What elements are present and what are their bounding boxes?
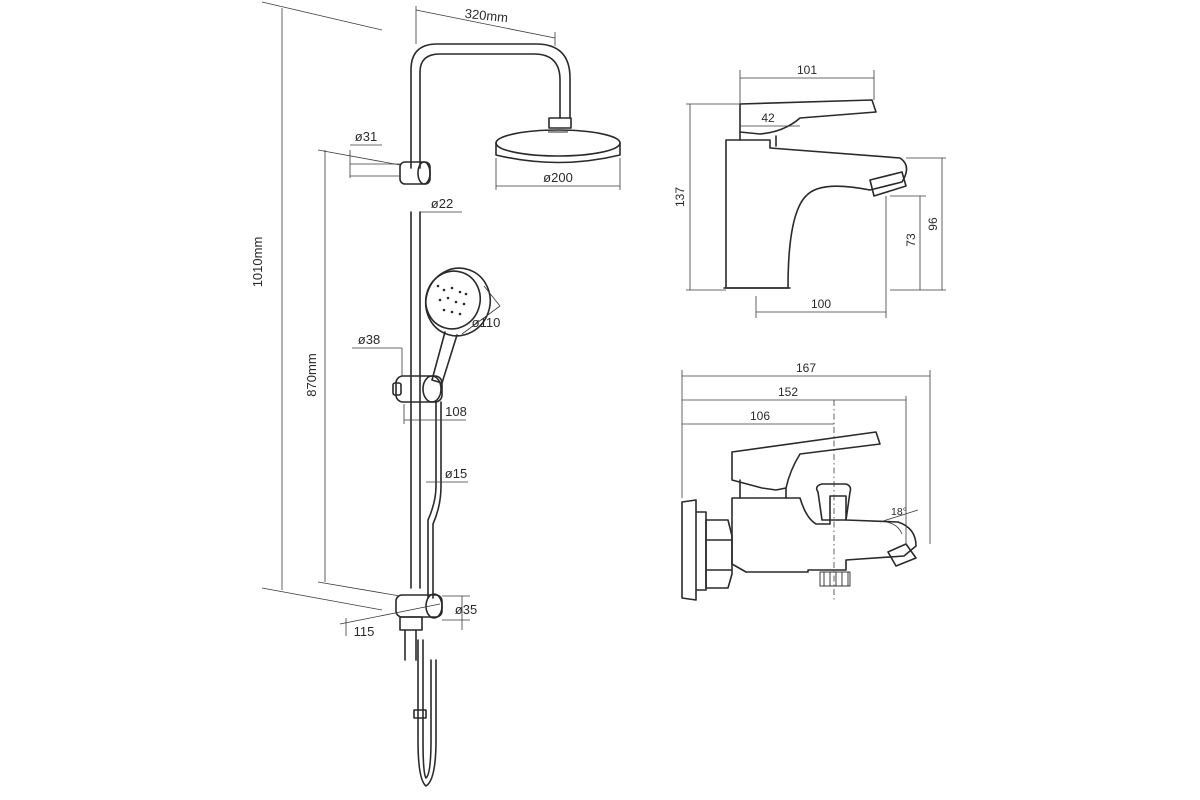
dim-pipe: ø22: [420, 196, 462, 213]
basin-mixer-drawing: 101 42 137 96 73: [673, 63, 946, 318]
total-height-label: 1010mm: [250, 237, 265, 288]
shower-hose: [417, 401, 442, 787]
dim-basin-height: 137: [673, 103, 740, 291]
bath-hex-nut: [705, 519, 733, 589]
bath-diverter-knob: [815, 483, 852, 521]
dim-slider: ø38: [352, 332, 403, 376]
bath-mixer-drawing: 18° 167 152 106: [681, 361, 931, 601]
basin-lever-label: 42: [761, 111, 775, 125]
bath-angle-label: 18°: [891, 506, 907, 518]
slider-offset-label: 108: [445, 404, 467, 419]
slider-diameter-label: ø38: [358, 332, 380, 347]
dim-diverter: ø35: [442, 595, 477, 630]
dim-total-height: 1010mm: [250, 1, 383, 611]
basin-spout-tip: [869, 171, 907, 197]
hose-diameter-label: ø15: [445, 466, 467, 481]
dim-basin-width: 101: [739, 63, 875, 104]
wall-distance-label: 115: [354, 624, 375, 639]
basin-mixer-body: [725, 139, 908, 289]
top-clamp: [399, 161, 431, 185]
dim-hand-shower: ø110: [461, 285, 501, 335]
bath-spout-tip: [887, 543, 917, 567]
dim-basin-spout-height: 96: [890, 157, 946, 291]
bath-mixer-body: [731, 495, 917, 573]
dim-rail-height: 870mm: [304, 149, 401, 597]
dim-basin-lever: 42: [740, 111, 800, 127]
basin-spout-clearance-label: 73: [904, 233, 918, 247]
bath-outlet-thread: [819, 571, 851, 587]
basin-reach-label: 100: [811, 297, 831, 311]
dim-pipe-top: ø31: [349, 129, 400, 178]
bath-wall-flange: [681, 499, 707, 601]
pipe-diameter-label: ø22: [431, 196, 453, 211]
diverter-diameter-label: ø35: [455, 602, 477, 617]
dim-bath-angle: 18°: [879, 506, 919, 535]
rail-height-label: 870mm: [304, 353, 319, 396]
pipe-top-diameter-label: ø31: [355, 129, 377, 144]
dim-slider-offset: 108: [403, 404, 467, 424]
shower-arm: [410, 43, 571, 169]
bath-handle-reach-label: 106: [750, 409, 770, 423]
dim-rain-head-diameter: ø200: [495, 158, 621, 190]
dim-wall-distance: 115: [339, 603, 441, 639]
sliding-holder: [392, 375, 443, 403]
basin-spout-height-label: 96: [926, 217, 940, 231]
basin-lever: [739, 99, 877, 135]
hand-shower: [425, 267, 491, 384]
dim-bath-total-width: 167: [681, 361, 931, 544]
basin-width-label: 101: [797, 63, 817, 77]
riser-pipe: [404, 211, 421, 661]
rain-shower-head: [495, 117, 621, 164]
dim-basin-spout-clearance: 73: [890, 195, 926, 290]
bottom-diverter: [395, 593, 443, 631]
rain-head-diameter-label: ø200: [543, 170, 573, 185]
dim-bath-handle-reach: 106: [682, 409, 834, 425]
shower-system-drawing: 1010mm 870mm 320mm ø200 ø: [250, 1, 621, 787]
dim-arm-reach: 320mm: [415, 6, 556, 46]
bath-lever: [731, 431, 881, 491]
hose-connector: [413, 709, 427, 719]
dim-bath-spout-reach: 152: [682, 385, 907, 544]
arm-reach-label: 320mm: [464, 6, 509, 25]
bath-total-width-label: 167: [796, 361, 816, 375]
dim-hose: ø15: [426, 466, 468, 483]
hand-shower-diameter-label: ø110: [472, 315, 501, 330]
dim-basin-reach: 100: [755, 196, 887, 318]
basin-height-label: 137: [673, 187, 687, 207]
bath-spout-reach-label: 152: [778, 385, 798, 399]
